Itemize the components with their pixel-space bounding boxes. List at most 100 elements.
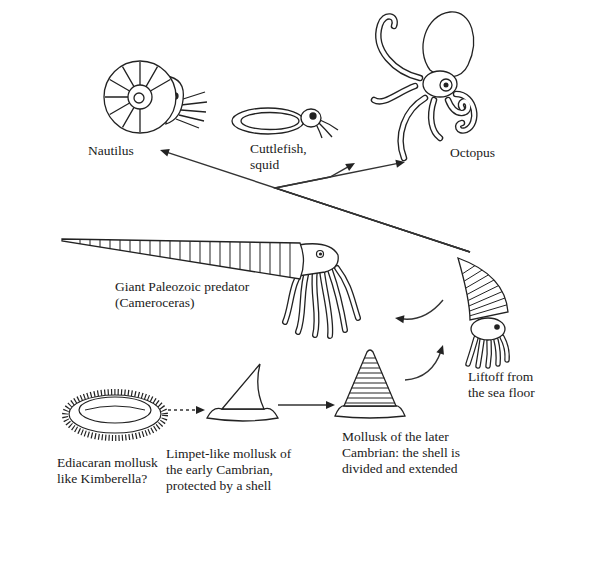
organism-label: Limpet-like mollusk of the early Cambria…: [166, 446, 306, 494]
organism-label: Mollusk of the later Cambrian: the shell…: [342, 429, 472, 477]
octopus-arm: [448, 100, 468, 113]
limpet-foot: [207, 408, 278, 421]
cuttlefish-eye: [310, 113, 316, 119]
evolution-arrow: [275, 163, 470, 252]
arrow-line: [278, 404, 329, 405]
arrowhead: [160, 149, 170, 157]
arrowhead: [395, 315, 404, 323]
cone-ribs: [345, 358, 395, 403]
nautilus-core: [134, 93, 144, 103]
octopus-arm: [378, 16, 420, 78]
octopus-drawing: [374, 12, 474, 158]
evolution-arrow: [405, 345, 444, 380]
arrowhead: [436, 345, 444, 355]
arrowhead: [326, 401, 335, 409]
arrow-line: [275, 166, 470, 252]
octopus-eye: [440, 79, 452, 91]
tentacle: [314, 270, 316, 335]
liftoff-eye: [494, 324, 500, 330]
arrow-line: [401, 300, 443, 319]
organism-node: Octopus: [365, 8, 510, 162]
arm: [488, 341, 489, 366]
cuttlefish-mantle: [241, 113, 299, 130]
arrowhead: [345, 163, 355, 171]
octopus-arm: [448, 100, 468, 113]
kimberella-ridge: [85, 406, 145, 410]
evolution-arrow: [160, 149, 470, 252]
organism-label: Cuttlefish, squid: [250, 141, 320, 173]
octopus-head: [423, 71, 457, 97]
liftoff-drawing: [458, 258, 508, 366]
octopus-arm: [374, 86, 415, 101]
liftoff-shell: [458, 258, 508, 320]
arm: [502, 337, 507, 360]
evolution-arrow: [275, 160, 470, 252]
arrow-line: [405, 351, 441, 380]
nautilus-drawing: [104, 61, 207, 133]
arrowhead: [395, 160, 405, 168]
cone-shell: [344, 350, 396, 406]
octopus-arm: [431, 100, 440, 138]
octopus-arm: [456, 94, 474, 131]
arm: [478, 340, 482, 366]
nautilus-shell: [104, 61, 176, 133]
tentacle: [322, 271, 330, 336]
arm: [502, 337, 507, 360]
organism-node: Liftoff from the sea floor: [443, 252, 515, 368]
octopus-arm: [431, 100, 440, 138]
organism-label: Ediacaran mollusk like Kimberella?: [57, 455, 167, 487]
organism-node: Ediacaran mollusk like Kimberella?: [62, 385, 168, 442]
octopus-arm: [401, 98, 425, 158]
arrowhead: [196, 406, 205, 414]
organism-node: Mollusk of the later Cambrian: the shell…: [335, 348, 405, 418]
cone-foot: [335, 406, 405, 418]
cuttlefish-head: [301, 109, 321, 127]
arm: [468, 338, 476, 364]
tentacle: [337, 268, 358, 318]
evolution-arrow: [278, 401, 335, 409]
kimberella-body: [69, 395, 161, 433]
cameroceras-pupil: [319, 252, 322, 255]
arrow-line: [275, 163, 470, 252]
arm: [488, 341, 489, 366]
octopus-arm: [374, 86, 415, 101]
arm: [496, 340, 498, 364]
nautilus-ribs: [105, 62, 170, 132]
kimberella-shell: [79, 397, 151, 423]
organism-label: Liftoff from the sea floor: [468, 369, 552, 401]
organism-node: Nautilus: [84, 55, 160, 165]
organism-node: Cuttlefish, squid: [228, 98, 355, 175]
organism-node: Limpet-like mollusk of the early Cambria…: [205, 362, 278, 422]
arm: [478, 340, 482, 366]
octopus-arm: [378, 16, 420, 78]
organism-label: Octopus: [450, 145, 508, 161]
organism-label: Nautilus: [88, 143, 158, 159]
arrow-line: [166, 152, 470, 252]
cuttlefish-fin: [232, 108, 304, 134]
kimberella-drawing: [65, 392, 165, 438]
cameroceras-drawing: [62, 239, 358, 336]
cameroceras-shell: [62, 239, 304, 279]
tentacle: [322, 271, 330, 336]
liftoff-head: [471, 318, 505, 340]
arrow-line: [168, 409, 199, 410]
evolution-arrow: [168, 406, 205, 414]
limpet-drawing: [207, 364, 278, 421]
octopus-pupil: [444, 83, 449, 88]
arm: [468, 338, 476, 364]
octopus-mantle: [423, 12, 474, 77]
liftoff-arms-fill: [468, 337, 507, 366]
arm: [496, 340, 498, 364]
liftoff-ribs: [462, 266, 507, 316]
octopus-arm: [401, 98, 425, 158]
cuttlefish-drawing: [232, 108, 338, 138]
limpet-shell: [222, 364, 264, 409]
liftoff-arms-outline: [468, 337, 507, 366]
cameroceras-eye: [317, 251, 324, 258]
organism-label: Giant Paleozoic predator (Cameroceras): [115, 279, 265, 311]
nautilus-spiral: [128, 85, 152, 109]
cone-mollusk-drawing: [335, 350, 405, 418]
tentacle: [314, 270, 316, 335]
